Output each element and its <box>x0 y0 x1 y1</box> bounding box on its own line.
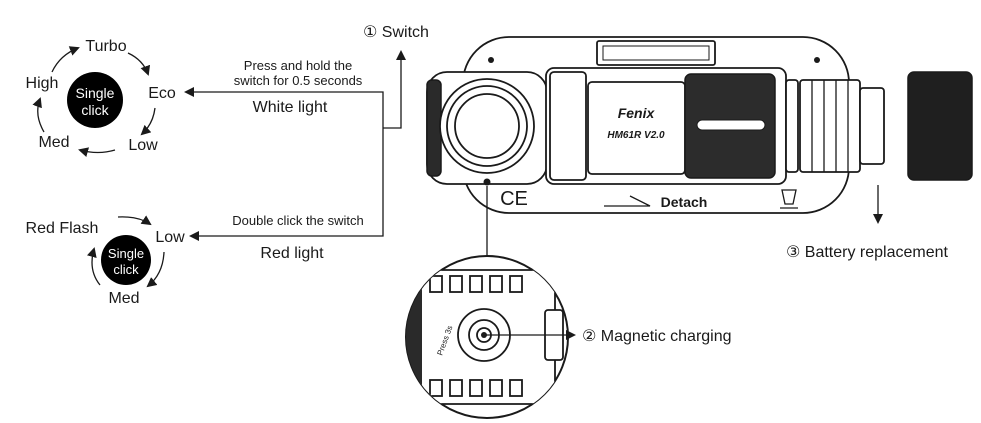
white-light-caption: White light <box>253 99 328 116</box>
body-collar <box>549 71 587 181</box>
mode-red-flash-label: Red Flash <box>26 220 99 237</box>
battery-callout-label: ③ Battery replacement <box>786 244 949 261</box>
charging-callout-label: ② Magnetic charging <box>582 328 732 345</box>
detach-arrow-icon <box>604 195 651 207</box>
mode-turbo-label: Turbo <box>85 38 126 55</box>
red-arrow-med-flash <box>86 247 101 286</box>
red-single-click-badge <box>101 235 151 285</box>
white-instruction-line2: switch for 0.5 seconds <box>234 73 363 88</box>
red-instruction: Double click the switch <box>232 213 364 228</box>
tail-cap <box>907 71 973 181</box>
white-leader-line <box>184 87 384 128</box>
white-single-click-badge <box>67 72 123 128</box>
bracket-dot-2 <box>814 57 820 63</box>
cycle-arrow-high-turbo <box>51 46 80 73</box>
mode-low-label: Low <box>128 137 158 154</box>
charging-callout: ② Magnetic charging <box>484 328 732 345</box>
charging-port-zoom: Press 3s <box>405 186 569 419</box>
ce-mark: CE <box>500 188 528 210</box>
strap-slot-inner <box>602 45 710 61</box>
switch-callout-label: ① Switch <box>363 24 429 41</box>
switch-callout: ① Switch <box>363 24 429 129</box>
headlamp-device: Fenix HM61R V2.0 CE Detach <box>426 36 973 214</box>
red-arrow-flash-low <box>117 215 152 226</box>
switch-leader-line <box>383 50 406 129</box>
cycle-arrow-med-high <box>32 97 45 133</box>
switch-button <box>483 178 491 186</box>
red-light-caption: Red light <box>260 245 324 262</box>
recycle-bin-icon <box>780 189 798 209</box>
model-label: HM61R V2.0 <box>607 130 665 141</box>
grip-window <box>696 119 766 131</box>
cycle-arrow-turbo-eco <box>127 52 151 76</box>
detach-label: Detach <box>661 194 708 210</box>
cycle-arrow-low-med <box>78 147 116 157</box>
red-badge-line2: click <box>113 262 139 277</box>
lens <box>454 93 520 159</box>
battery-callout: ③ Battery replacement <box>786 185 949 261</box>
mode-red-low-label: Low <box>155 229 185 246</box>
red-arrow-low-med <box>146 251 165 288</box>
white-light-cycle: Single click Turbo Eco Low Med High <box>26 38 176 157</box>
label-panel <box>587 81 686 175</box>
zoom-left-edge <box>406 270 422 404</box>
red-badge-line1: Single <box>108 246 144 261</box>
cycle-arrow-eco-low <box>140 107 156 136</box>
red-light-instruction: Double click the switch Red light <box>189 128 384 262</box>
mode-red-med-label: Med <box>108 290 139 307</box>
red-leader-line <box>189 128 384 241</box>
tail-threads <box>785 79 885 173</box>
brand-logo: Fenix <box>618 105 656 121</box>
white-badge-line2: click <box>81 102 109 118</box>
red-light-cycle: Single click Red Flash Low Med <box>26 215 185 307</box>
mode-eco-label: Eco <box>148 85 176 102</box>
white-light-instruction: Press and hold the switch for 0.5 second… <box>184 58 384 128</box>
mode-med-label: Med <box>38 134 69 151</box>
white-badge-line1: Single <box>76 85 115 101</box>
strap-slot <box>596 40 716 66</box>
white-instruction-line1: Press and hold the <box>244 58 352 73</box>
mode-high-label: High <box>26 75 59 92</box>
lamp-head-left-grip <box>426 79 442 177</box>
bracket-dot-1 <box>488 57 494 63</box>
